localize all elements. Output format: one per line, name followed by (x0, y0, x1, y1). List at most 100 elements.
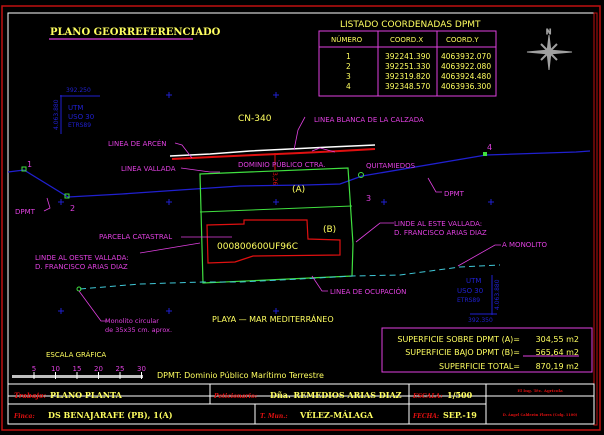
areas-box: SUPERFICIE SOBRE DPMT (A)= 304,55 m2 SUP… (381, 327, 593, 373)
label-dpmt-right: DPMT (444, 190, 465, 198)
utm-block-bottom: 4.063.880 UTM USO 30 ETRS89 392.350 (457, 275, 501, 324)
scale-tick-label: 30 (137, 365, 146, 373)
trabajo-value: PLANO PLANTA (50, 390, 123, 400)
area-label: SUPERFICIE SOBRE DPMT (A)= (397, 335, 520, 344)
table-header: COORD.X (390, 36, 423, 44)
utm-y-coord: 4.063.880 (53, 99, 60, 130)
north-arrow-icon: N (526, 28, 573, 71)
grid-crosses (58, 92, 494, 314)
label-playa: PLAYA — MAR MEDITERRÁNEO (212, 313, 334, 324)
scale-tick-label: 20 (94, 365, 103, 373)
point-label: 3 (366, 194, 371, 203)
utm-line: UTM (466, 277, 481, 285)
north-label: N (546, 28, 551, 36)
table-cell-number: 3 (346, 72, 351, 81)
label-linde-este: LINDE AL ESTE VALLADA: (394, 220, 482, 228)
dpmt-points: 1 2 3 4 (21, 143, 492, 213)
label-parcela: PARCELA CATASTRAL (99, 233, 172, 241)
finca-label: Finca: (13, 413, 35, 420)
utm-y-coord: 4.063.880 (494, 279, 501, 310)
escala-value: 1/500 (447, 390, 473, 400)
scale-tick-label: 25 (116, 365, 125, 373)
label-monolito: A MONOLITO (502, 241, 548, 249)
escala-label: ESCALA: (412, 393, 442, 400)
label-quitamiedos: QUITAMIEDOS (366, 162, 416, 170)
point-label: 2 (70, 204, 75, 213)
title-block (7, 383, 595, 425)
table-cell-number: 1 (346, 52, 351, 61)
legend-note: DPMT: Dominio Público Marítimo Terrestre (157, 371, 324, 380)
scale-tick-label: 5 (32, 365, 36, 373)
table-cell-y: 4063936.300 (441, 82, 491, 91)
utm-line: ETRS89 (457, 297, 480, 304)
utm-x-coord: 392.350 (468, 317, 493, 324)
utm-line: USO 30 (68, 113, 94, 121)
author-title: El Ing. Téc. Agrícola (517, 388, 563, 393)
label-linea-blanca: LINEA BLANCA DE LA CALZADA (314, 116, 424, 124)
finca-value: DS BENAJARAFE (PB), 1(A) (48, 410, 173, 420)
table-cell-x: 392319.820 (385, 72, 431, 81)
table-cell-y: 4063932.070 (441, 52, 491, 61)
point-label: 4 (487, 143, 492, 152)
area-value: 870,19 m2 (536, 362, 579, 371)
scale-tick-label: 10 (51, 365, 60, 373)
label-linea-arcen: LINEA DE ARCÉN (108, 139, 167, 148)
peticionario-value: Dña. REMEDIOS ARIAS DIAZ (270, 390, 402, 400)
label-linde-oeste: LINDE AL OESTE VALLADA: (35, 254, 129, 262)
zone-b-label: (B) (323, 225, 336, 235)
table-header: NÚMERO (331, 35, 363, 44)
point-label: 1 (27, 160, 32, 169)
label-linde-este-owner: D. FRANCISCO ARIAS DIAZ (394, 229, 487, 237)
scale-tick-label: 15 (73, 365, 82, 373)
fecha-value: SEP.-19 (443, 410, 477, 420)
parcel-reference: 000800600UF96C (217, 242, 298, 252)
table-cell-number: 2 (346, 62, 351, 71)
label-dpmt-left: DPMT (15, 208, 36, 216)
frame-right (593, 12, 598, 426)
author-name: D. Ángel Calderón Flores (Colg. 1100) (503, 412, 578, 417)
peticionario-label: Peticionario: (213, 393, 257, 400)
zone-a-label: (A) (292, 185, 305, 195)
scale-bar: 5 10 15 20 25 30 (12, 365, 146, 379)
utm-line: ETRS89 (68, 122, 91, 129)
label-ocupacion: LINEA DE OCUPACIÓN (330, 287, 406, 296)
green-occupation-boundary (199, 167, 354, 284)
table-cell-x: 392241.390 (385, 52, 431, 61)
area-label: SUPERFICIE BAJO DPMT (B)= (405, 348, 520, 357)
table-cell-y: 4063922.080 (441, 62, 491, 71)
monolith-line (79, 264, 501, 290)
table-header: COORD.Y (446, 36, 479, 44)
utm-line: UTM (68, 104, 83, 112)
outer-frame (1, 5, 601, 431)
label-monolito-desc: Monolito circular (105, 317, 159, 325)
utm-block-top: 392.250 4.063.880 UTM USO 30 ETRS89 (53, 87, 100, 134)
table-cell-x: 392348.570 (385, 82, 431, 91)
leader-lines (43, 116, 501, 322)
guardrail-line (171, 148, 376, 160)
scale-title: ESCALA GRÁFICA (46, 350, 106, 359)
coord-table: LISTADO COORDENADAS DPMT NÚMERO COORD.X … (318, 20, 497, 97)
area-value: 304,55 m2 (536, 335, 579, 344)
area-label: SUPERFICIE TOTAL= (439, 362, 520, 371)
fecha-label: FECHA: (412, 413, 439, 420)
table-cell-number: 4 (346, 82, 351, 91)
table-cell-x: 392251.330 (385, 62, 431, 71)
label-dominio-publico: DOMINIO PÚBLICO CTRA. (238, 160, 325, 169)
label-monolito-size: de 35x35 cm. aprox. (105, 326, 172, 334)
coord-table-title: LISTADO COORDENADAS DPMT (340, 20, 481, 30)
road-label: CN-340 (238, 114, 272, 124)
trabajo-label: Trabajo: (14, 391, 47, 400)
dimension-value: 3,26 (271, 172, 278, 186)
white-road-line (169, 144, 376, 157)
utm-line: USO 30 (457, 287, 483, 295)
label-linde-oeste-owner: D. FRANCISCO ARIAS DIAZ (35, 263, 128, 271)
dpmt-line (7, 150, 591, 198)
table-cell-y: 4063924.480 (441, 72, 491, 81)
tmun-label: T. Mun.: (260, 413, 288, 420)
utm-x-coord: 392.250 (66, 87, 91, 94)
cadastral-parcel (206, 219, 341, 264)
label-linea-vallada: LINEA VALLADA (121, 165, 176, 173)
dpmt-division-line (199, 205, 353, 213)
tmun-value: VÉLEZ-MÁLAGA (299, 410, 374, 420)
